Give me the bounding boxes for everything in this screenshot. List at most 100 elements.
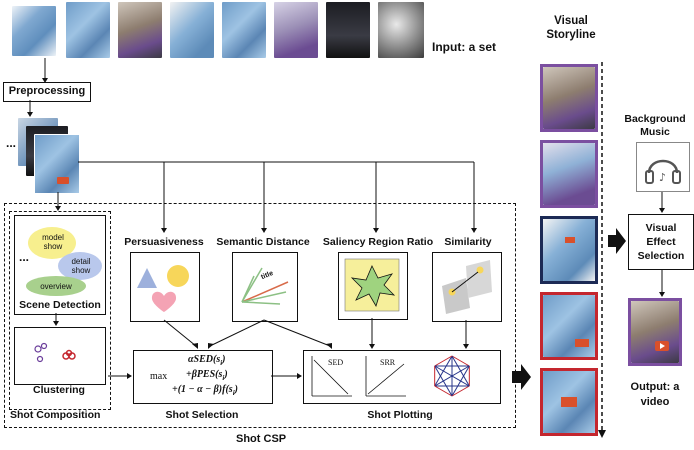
arrowhead [127, 373, 132, 379]
output-video-frame [628, 298, 682, 366]
heart-shape [151, 291, 177, 312]
storyline-photo-2 [543, 143, 595, 205]
storyline-patch-5 [561, 397, 577, 407]
frame-ellipsis: ... [6, 136, 17, 150]
similarity-card-left [442, 278, 470, 314]
cluster-dot [40, 342, 48, 350]
semantic-vector [241, 291, 287, 303]
arrowhead [261, 228, 267, 233]
semantic-distance-label: Semantic Distance [216, 236, 310, 248]
visual-effect-selection-box: Visual Effect Selection [628, 214, 694, 270]
sed-curve [313, 359, 349, 395]
arrowhead [471, 228, 477, 233]
semantic-distance-box [232, 252, 298, 322]
arrowhead [463, 344, 469, 349]
formula-line-2-text: +βPES(s [186, 369, 223, 380]
saliency-region-ratio-label: Saliency Region Ratio [322, 236, 434, 248]
input-photo-1 [12, 6, 56, 56]
input-photo-5 [222, 2, 266, 58]
output-video-photo [631, 301, 679, 363]
input-photo-2 [66, 2, 110, 58]
clustering-label: Clustering [33, 384, 85, 396]
stack-photo-front [34, 134, 80, 194]
similarity-point [476, 266, 484, 274]
input-photo-8 [378, 2, 424, 58]
formula-line-3-end: ) [234, 384, 238, 395]
graph-edge [451, 385, 470, 397]
arrowhead [53, 321, 59, 326]
model-show-label: model show [42, 233, 64, 251]
formula-line-3-sub: i [232, 389, 235, 397]
input-label: Input: a set [432, 40, 497, 54]
storyline-frame-2 [540, 140, 598, 208]
preprocessing-box: Preprocessing [3, 82, 91, 102]
shot-plotting-box [303, 350, 501, 404]
formula-line-2-sub: i [222, 374, 225, 382]
output-text: Output: a video [630, 381, 680, 408]
cluster-dot [65, 349, 73, 357]
arrow-sem-to-selection [209, 319, 265, 347]
cluster-dot [34, 345, 42, 353]
similarity-card-right [466, 260, 492, 298]
model-show-ellipse [28, 227, 76, 259]
storyline-frame-3 [540, 216, 598, 284]
formula-line-3: +(1 − α − β)f(si) [172, 384, 238, 397]
graph-edge [434, 365, 470, 387]
arrow-pers-to-selection [163, 319, 197, 347]
formula-line-1: αSED(si) [188, 354, 226, 367]
music-box: ♪ [636, 142, 690, 192]
input-photo-4 [170, 2, 214, 58]
arrow-sem-to-plotting [263, 319, 331, 347]
input-photo-6 [274, 2, 318, 58]
graph-edge [434, 355, 453, 367]
block-arrow-plotting-to-storyline [512, 364, 531, 390]
visual-storyline-label: Visual Storyline [536, 14, 606, 42]
graph-edge [451, 355, 470, 367]
detail-show-ellipse [58, 252, 102, 280]
overview-label: overview [40, 282, 72, 291]
stack-photo-patch [57, 177, 69, 184]
storyline-photo-1 [543, 67, 595, 129]
preprocessing-label: Preprocessing [8, 85, 86, 97]
headphones-icon: ♪ [645, 159, 681, 184]
storyline-photo-3 [543, 219, 595, 281]
visual-storyline-text: Visual Storyline [546, 15, 596, 41]
shot-csp-label: Shot CSP [236, 433, 287, 445]
storyline-photo-5 [543, 371, 595, 433]
formula-max: max [150, 371, 168, 382]
semantic-vector [241, 301, 281, 305]
input-photo-3 [118, 2, 162, 58]
play-icon [655, 341, 669, 351]
plot-sed-label: SED [328, 358, 344, 367]
similarity-label: Similarity [444, 236, 492, 248]
arrowhead [42, 78, 48, 83]
shot-selection-label: Shot Selection [165, 409, 239, 421]
arrowhead [27, 112, 33, 117]
formula-line-1-end: ) [222, 354, 226, 365]
formula-line-2: +βPES(si) [186, 369, 228, 382]
formula-line-2-end: ) [224, 369, 228, 380]
scene-detection-label: Scene Detection [19, 299, 101, 311]
persuasiveness-label: Persuasiveness [124, 236, 204, 248]
shot-plotting-label: Shot Plotting [367, 409, 433, 421]
arrowhead [161, 228, 167, 233]
clustering-box [14, 327, 106, 385]
shot-composition-region [9, 211, 111, 410]
similarity-link [451, 271, 479, 293]
formula-line-1-sub: i [220, 359, 223, 367]
saliency-star [350, 265, 396, 307]
storyline-frame-1 [540, 64, 598, 132]
arrowhead [659, 292, 665, 297]
formula-line-1-text: αSED(s [188, 354, 221, 365]
input-photo-7 [326, 2, 370, 58]
arrowhead [598, 430, 606, 438]
arrowhead [55, 206, 61, 211]
storyline-frame-5 [540, 368, 598, 436]
overview-ellipse [26, 276, 86, 296]
semantic-vector [241, 275, 255, 303]
detail-show-label: detail show [71, 257, 91, 275]
block-arrow-storyline-to-effect [608, 228, 626, 254]
graph-edge [434, 365, 453, 397]
